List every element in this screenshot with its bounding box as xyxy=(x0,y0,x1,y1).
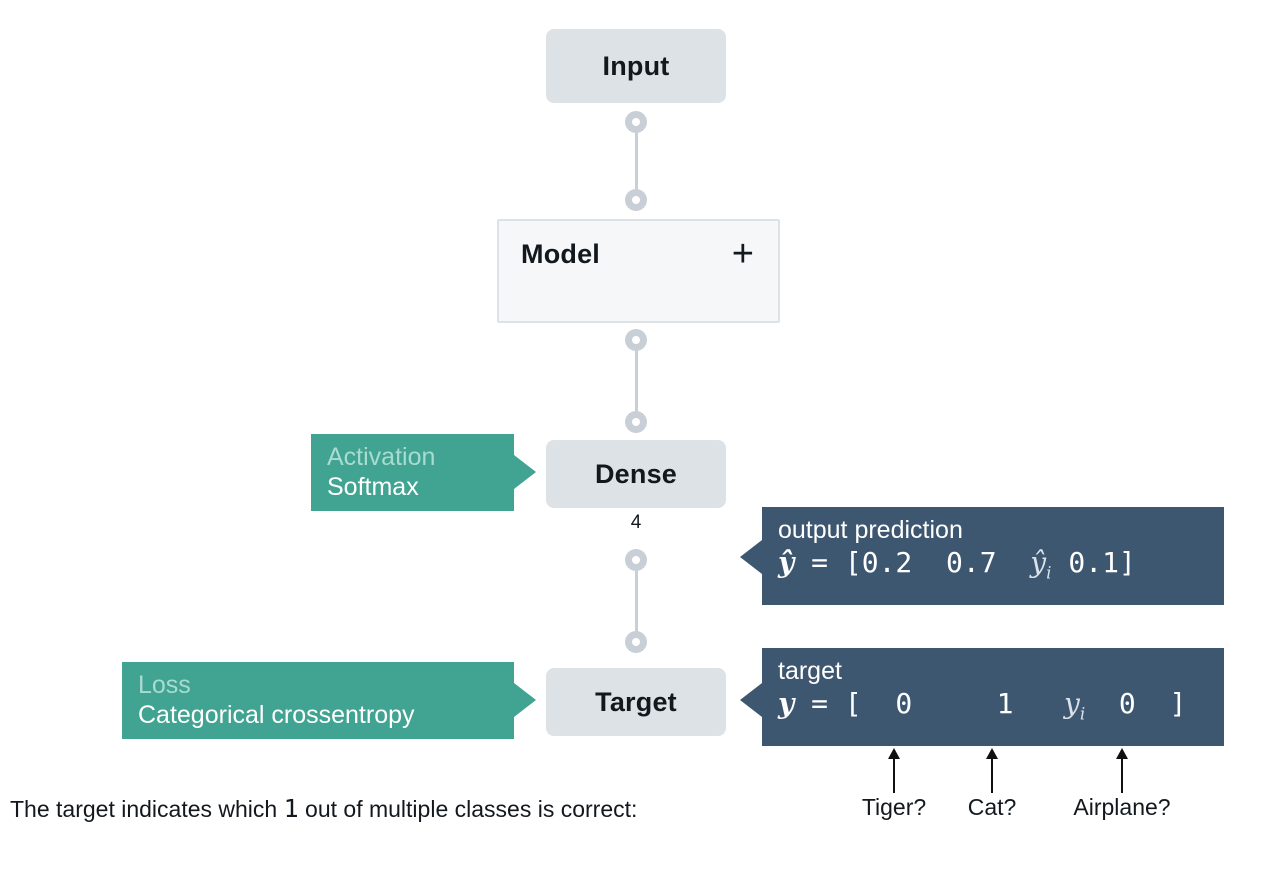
class-label-airplane: Airplane? xyxy=(1073,794,1171,820)
class-arrow-shaft-tiger xyxy=(893,757,895,793)
callout-loss-arrow xyxy=(514,683,536,717)
block-dense[interactable]: Dense xyxy=(546,440,726,508)
class-label-tiger: Tiger? xyxy=(861,794,927,820)
bottom-caption: The target indicates which 1 out of mult… xyxy=(10,794,637,823)
connector-dot-input-out[interactable] xyxy=(625,111,647,133)
box-output-prediction[interactable]: output prediction ŷ = [0.2 0.7 ŷi 0.1] xyxy=(762,507,1224,605)
add-layer-icon[interactable]: + xyxy=(731,233,754,275)
connector-line-input-model xyxy=(635,122,638,200)
connector-line-dense-target xyxy=(635,560,638,642)
block-input-label: Input xyxy=(602,50,670,81)
class-arrow-head-airplane xyxy=(1116,748,1128,759)
block-dense-label: Dense xyxy=(594,458,678,489)
dense-units-label: 4 xyxy=(630,512,642,533)
class-arrow-shaft-cat xyxy=(991,757,993,793)
callout-activation-title: Activation xyxy=(327,443,436,471)
connector-dot-target-in[interactable] xyxy=(625,631,647,653)
class-arrow-head-cat xyxy=(986,748,998,759)
callout-loss-value: Categorical crossentropy xyxy=(138,700,415,729)
block-target-label: Target xyxy=(595,686,677,717)
caption-prefix: The target indicates which xyxy=(10,796,284,822)
target-vector-notch xyxy=(740,683,762,717)
callout-activation-arrow xyxy=(514,455,536,489)
callout-activation[interactable]: Activation Softmax xyxy=(311,434,514,511)
class-label-cat: Cat? xyxy=(967,794,1017,820)
block-input[interactable]: Input xyxy=(546,29,726,103)
callout-loss[interactable]: Loss Categorical crossentropy xyxy=(122,662,514,739)
callout-loss-title: Loss xyxy=(138,671,191,699)
connector-dot-dense-out[interactable] xyxy=(625,549,647,571)
caption-number: 1 xyxy=(283,794,299,823)
class-arrow-head-tiger xyxy=(888,748,900,759)
callout-activation-value: Softmax xyxy=(327,472,419,501)
target-vector-vector: y = [ 0 1 yi 0 ] xyxy=(778,687,1187,724)
class-arrow-shaft-airplane xyxy=(1121,757,1123,793)
caption-suffix: out of multiple classes is correct: xyxy=(298,796,638,822)
block-model-label: Model xyxy=(521,239,600,269)
block-model[interactable]: Model + xyxy=(497,219,780,323)
output-prediction-caption: output prediction xyxy=(778,516,963,544)
block-target[interactable]: Target xyxy=(546,668,726,736)
output-prediction-vector: ŷ = [0.2 0.7 ŷi 0.1] xyxy=(778,546,1136,583)
box-target-vector[interactable]: target y = [ 0 1 yi 0 ] xyxy=(762,648,1224,746)
connector-dot-model-in[interactable] xyxy=(625,189,647,211)
target-vector-caption: target xyxy=(778,657,842,685)
connector-line-model-dense xyxy=(635,340,638,422)
connector-dot-model-out[interactable] xyxy=(625,329,647,351)
connector-dot-dense-in[interactable] xyxy=(625,411,647,433)
output-prediction-notch xyxy=(740,540,762,574)
